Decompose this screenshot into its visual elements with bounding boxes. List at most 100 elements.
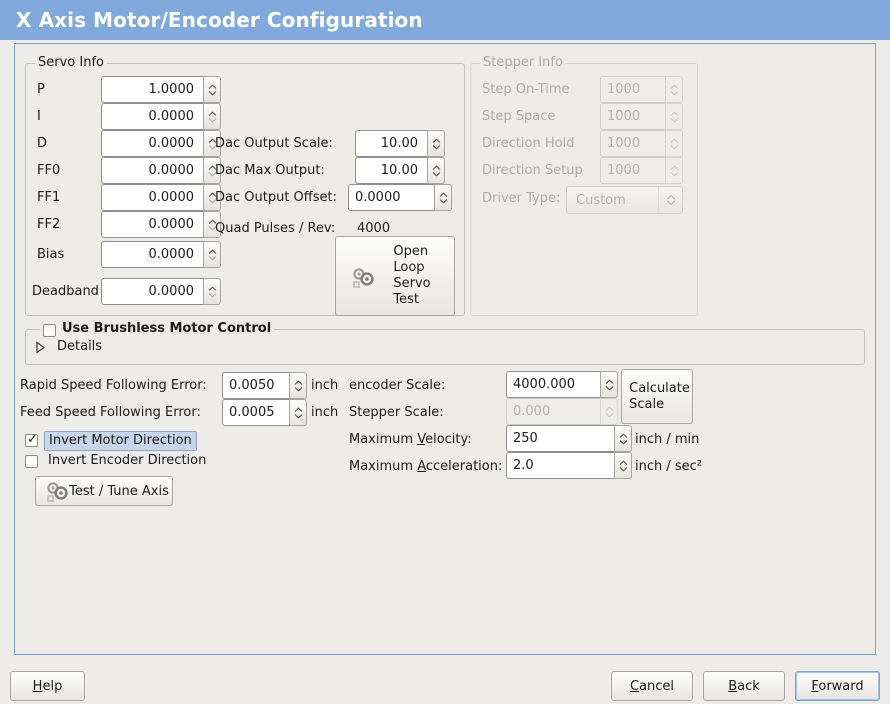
chevron-down-icon[interactable]	[208, 292, 217, 298]
maximum-acceleration-input[interactable]: 2.0	[506, 452, 632, 479]
chevron-up-icon[interactable]	[208, 248, 217, 255]
encoder-scale-input[interactable]: 4000.000	[506, 371, 618, 398]
chevron-up-icon[interactable]	[294, 379, 303, 386]
calculate-scale-button[interactable]: Calculate Scale	[621, 369, 693, 424]
chevron-up-icon[interactable]	[208, 164, 217, 171]
dac-output-scale-input[interactable]: 10.00	[355, 130, 445, 157]
chevron-up-icon[interactable]	[439, 191, 448, 198]
cancel-button[interactable]: Cancel	[611, 671, 693, 701]
details-expander-icon[interactable]	[35, 341, 46, 354]
servo-input-d-value[interactable]: 0.0000	[101, 130, 203, 157]
chevron-up-icon[interactable]	[432, 137, 441, 144]
servo-input-ff0-stepper[interactable]	[203, 157, 221, 184]
chevron-down-icon[interactable]	[208, 255, 217, 261]
chevron-down-icon[interactable]	[208, 144, 217, 150]
invert-encoder-direction-label[interactable]: Invert Encoder Direction	[48, 453, 207, 468]
use-brushless-motor-control-checkbox[interactable]	[43, 323, 56, 337]
open-loop-line-1: Open	[393, 244, 429, 259]
dac-output-offset-stepper[interactable]	[434, 184, 452, 211]
rapid-speed-following-error-value[interactable]: 0.0050	[222, 372, 289, 399]
servo-input-deadband[interactable]: 0.0000	[101, 278, 221, 305]
servo-input-bias-stepper[interactable]	[203, 241, 221, 268]
help-button[interactable]: Help	[10, 671, 85, 701]
direction-setup-label: Direction Setup	[482, 163, 583, 178]
feed-speed-following-error-input[interactable]: 0.0005	[222, 399, 307, 426]
servo-input-d-stepper[interactable]	[203, 130, 221, 157]
chevron-down-icon[interactable]	[294, 413, 303, 419]
dac-output-scale-value[interactable]: 10.00	[355, 130, 427, 157]
chevron-up-icon[interactable]	[208, 191, 217, 198]
servo-input-deadband-stepper[interactable]	[203, 278, 221, 305]
dac-max-output-stepper[interactable]	[427, 157, 445, 184]
chevron-up-icon[interactable]	[208, 218, 217, 225]
dac-output-scale-stepper[interactable]	[427, 130, 445, 157]
chevron-down-icon[interactable]	[208, 117, 217, 123]
maximum-velocity-stepper[interactable]	[614, 425, 632, 452]
encoder-scale-value[interactable]: 4000.000	[506, 371, 600, 398]
servo-input-ff1-stepper[interactable]	[203, 184, 221, 211]
servo-input-bias-value[interactable]: 0.0000	[101, 241, 203, 268]
servo-input-p-value[interactable]: 1.0000	[101, 76, 203, 103]
chevron-up-icon[interactable]	[619, 432, 628, 439]
forward-button[interactable]: Forward	[795, 671, 880, 701]
chevron-down-icon[interactable]	[619, 439, 628, 445]
dac-max-output-label: Dac Max Output:	[215, 163, 325, 178]
maximum-acceleration-unit: inch / sec²	[635, 459, 703, 474]
chevron-down-icon[interactable]	[208, 225, 217, 231]
open-loop-servo-test-button[interactable]: Open Loop Servo Test	[335, 236, 455, 316]
servo-input-ff2-stepper[interactable]	[203, 211, 221, 238]
chevron-down-icon[interactable]	[294, 386, 303, 392]
rapid-speed-following-error-stepper[interactable]	[289, 372, 307, 399]
chevron-down-icon[interactable]	[605, 385, 614, 391]
details-label[interactable]: Details	[57, 339, 103, 354]
servo-input-ff1-value[interactable]: 0.0000	[101, 184, 203, 211]
chevron-up-icon[interactable]	[605, 378, 614, 385]
servo-input-d[interactable]: 0.0000	[101, 130, 221, 157]
servo-input-i[interactable]: 0.0000	[101, 103, 221, 130]
invert-encoder-direction-checkbox[interactable]	[25, 455, 38, 468]
maximum-acceleration-stepper[interactable]	[614, 452, 632, 479]
chevron-down-icon[interactable]	[439, 198, 448, 204]
chevron-up-icon[interactable]	[208, 137, 217, 144]
chevron-down-icon[interactable]	[208, 198, 217, 204]
servo-input-ff2-value[interactable]: 0.0000	[101, 211, 203, 238]
chevron-up-icon[interactable]	[619, 459, 628, 466]
servo-input-i-stepper[interactable]	[203, 103, 221, 130]
encoder-scale-stepper[interactable]	[600, 371, 618, 398]
chevron-up-icon[interactable]	[294, 406, 303, 413]
forward-label-post: orward	[818, 678, 864, 694]
maximum-acceleration-value[interactable]: 2.0	[506, 452, 614, 479]
servo-input-ff1[interactable]: 0.0000	[101, 184, 221, 211]
back-button[interactable]: Back	[703, 671, 785, 701]
chevron-up-icon[interactable]	[208, 110, 217, 117]
dac-output-offset-value[interactable]: 0.0000	[348, 184, 434, 211]
servo-input-i-value[interactable]: 0.0000	[101, 103, 203, 130]
servo-input-ff0[interactable]: 0.0000	[101, 157, 221, 184]
chevron-up-icon[interactable]	[208, 83, 217, 90]
rapid-speed-following-error-input[interactable]: 0.0050	[222, 372, 307, 399]
maximum-velocity-value[interactable]: 250	[506, 425, 614, 452]
dac-max-output-value[interactable]: 10.00	[355, 157, 427, 184]
chevron-down-icon[interactable]	[432, 171, 441, 177]
servo-input-ff2[interactable]: 0.0000	[101, 211, 221, 238]
invert-motor-direction-checkbox[interactable]: ✓	[25, 433, 38, 447]
servo-input-ff0-value[interactable]: 0.0000	[101, 157, 203, 184]
chevron-down-icon[interactable]	[208, 90, 217, 96]
servo-input-p[interactable]: 1.0000	[101, 76, 221, 103]
feed-speed-following-error-value[interactable]: 0.0005	[222, 399, 289, 426]
dac-output-offset-input[interactable]: 0.0000	[348, 184, 452, 211]
servo-input-bias[interactable]: 0.0000	[101, 241, 221, 268]
invert-motor-direction-label[interactable]: Invert Motor Direction	[44, 431, 197, 451]
chevron-up-icon[interactable]	[208, 285, 217, 292]
main-content-panel: Servo Info P I D FF0 FF1 FF2 Bias Deadba…	[14, 43, 876, 655]
test-tune-axis-button[interactable]: Test / Tune Axis	[35, 476, 173, 506]
feed-speed-following-error-stepper[interactable]	[289, 399, 307, 426]
servo-input-deadband-value[interactable]: 0.0000	[101, 278, 203, 305]
servo-input-p-stepper[interactable]	[203, 76, 221, 103]
chevron-down-icon[interactable]	[208, 171, 217, 177]
maximum-velocity-input[interactable]: 250	[506, 425, 632, 452]
dac-max-output-input[interactable]: 10.00	[355, 157, 445, 184]
chevron-down-icon[interactable]	[432, 144, 441, 150]
chevron-up-icon[interactable]	[432, 164, 441, 171]
chevron-down-icon[interactable]	[619, 466, 628, 472]
